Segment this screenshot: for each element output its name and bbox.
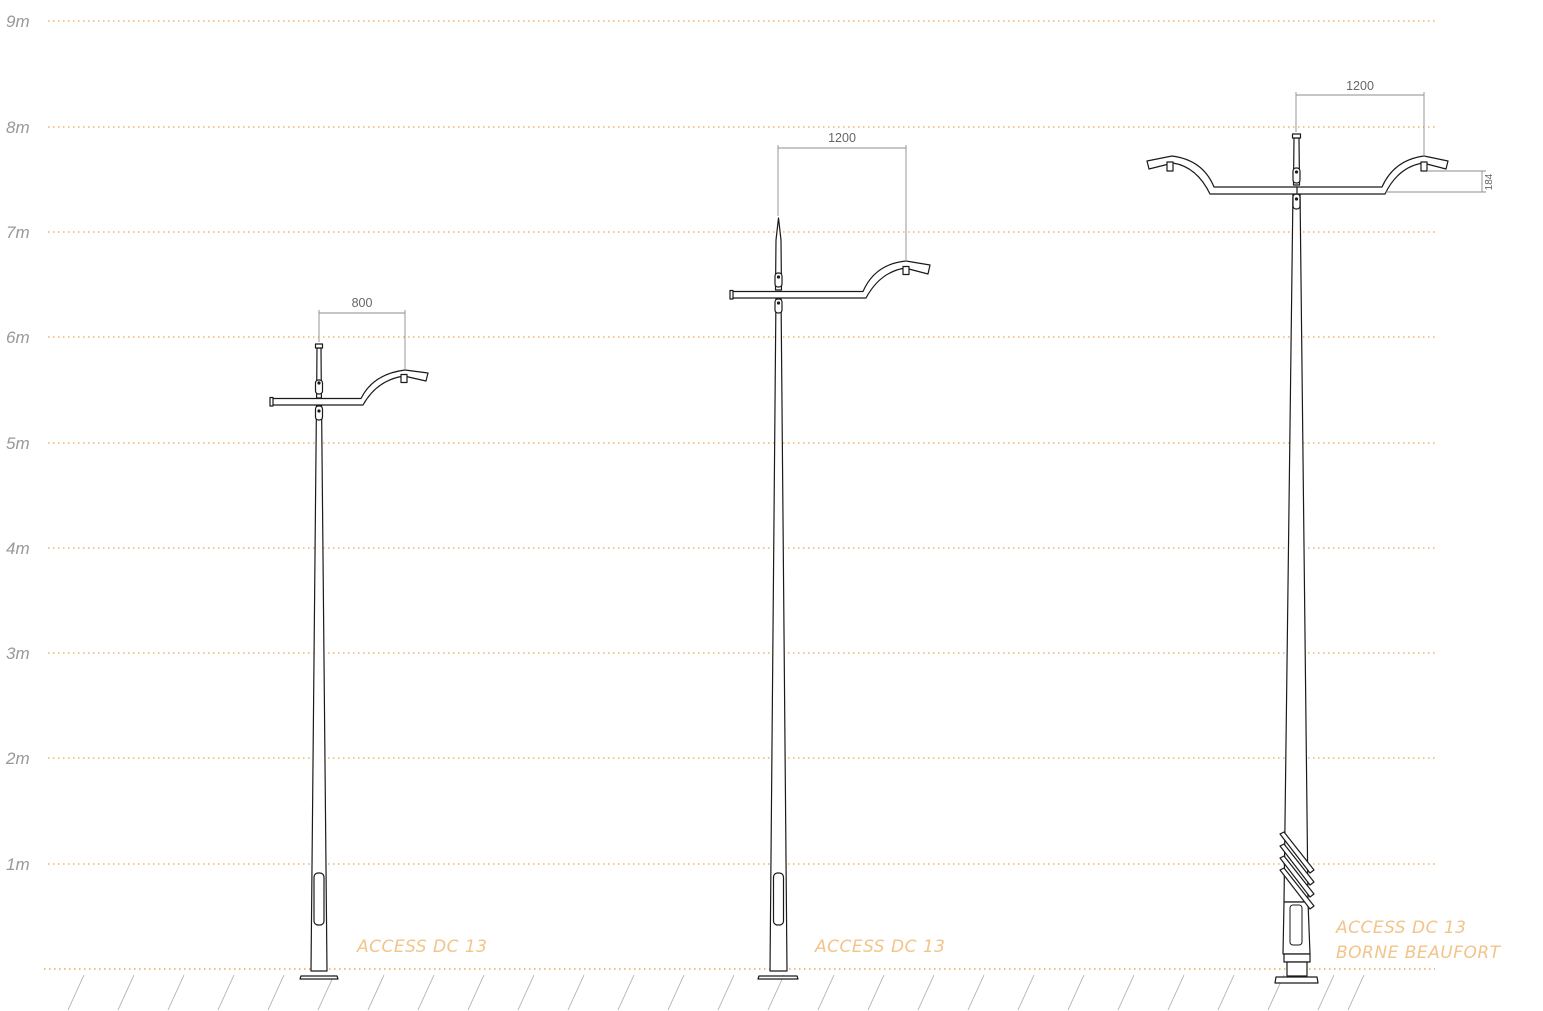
pole-3-luminaire-right <box>1420 161 1428 172</box>
pole-3-access-door <box>1289 904 1303 946</box>
pole-3-width-dimension: 1200 <box>1295 79 1425 157</box>
pole-2-arm <box>730 260 931 299</box>
pole-1-width-dimension: 800 <box>318 296 406 370</box>
ground-hatching <box>67 974 1365 1011</box>
pole-3-decorative-bands <box>1279 831 1315 910</box>
pole-2-base <box>757 975 799 980</box>
axis-label-5m: 5m <box>6 434 30 453</box>
pole-1-clamp-upper <box>314 379 324 395</box>
pole-2-shaft <box>769 291 788 972</box>
pole-3-dimension-label: 1200 <box>1346 79 1374 93</box>
pole-3-base <box>1274 976 1319 984</box>
pole-1-dimension-label: 800 <box>352 296 373 310</box>
pole-2-luminaire <box>902 265 910 276</box>
pole-3-luminaire-left <box>1166 161 1174 172</box>
pole-2-width-dimension: 1200 <box>777 131 907 262</box>
axis-label-9m: 9m <box>6 12 30 31</box>
pole-3-product-label-line-2: BORNE BEAUFORT <box>1336 943 1502 963</box>
pole-1: 800 ACCESS DC 13 <box>269 296 488 980</box>
pole-3-arm-right <box>1295 155 1449 195</box>
pole-1-arm <box>270 369 429 406</box>
pole-1-luminaire <box>400 373 408 384</box>
pole-3: 1200 184 ACCESS DC 13 BORNE BEAUFORT <box>1146 79 1502 984</box>
pole-3-clamp-lower <box>1292 193 1301 210</box>
pole-3-product-label-line-1: ACCESS DC 13 <box>1335 918 1467 938</box>
pole-1-clamp-lower <box>314 405 324 421</box>
pole-3-arm-left <box>1146 155 1298 195</box>
height-grid <box>44 20 1435 970</box>
pole-3-vertical-dimension-label: 184 <box>1484 173 1495 190</box>
pole-2-clamp-lower <box>774 298 783 314</box>
axis-label-6m: 6m <box>6 328 30 347</box>
pole-3-clamp-upper <box>1292 167 1301 184</box>
axis-label-4m: 4m <box>6 539 30 558</box>
axis-label-1m: 1m <box>6 855 30 874</box>
pole-1-product-label: ACCESS DC 13 <box>356 937 488 957</box>
pole-3-bollard-base <box>1282 901 1311 955</box>
axis-label-8m: 8m <box>6 118 30 137</box>
pole-1-access-door <box>313 872 325 926</box>
pole-2-product-label: ACCESS DC 13 <box>814 937 946 957</box>
pole-2-clamp-upper <box>774 272 783 288</box>
axis-labels: 9m 8m 7m 6m 5m 4m 3m 2m 1m <box>5 12 30 874</box>
pole-2: 1200 ACCESS DC 13 <box>729 131 946 980</box>
pole-2-dimension-label: 1200 <box>828 131 856 145</box>
pole-3-shaft <box>1283 189 1309 903</box>
axis-label-2m: 2m <box>5 749 30 768</box>
axis-label-3m: 3m <box>6 644 30 663</box>
pole-2-finial <box>774 217 783 291</box>
pole-3-height-dimension: 184 <box>1386 170 1495 193</box>
pole-1-base <box>299 975 339 980</box>
pole-2-access-door <box>772 872 785 926</box>
axis-label-7m: 7m <box>6 223 30 242</box>
